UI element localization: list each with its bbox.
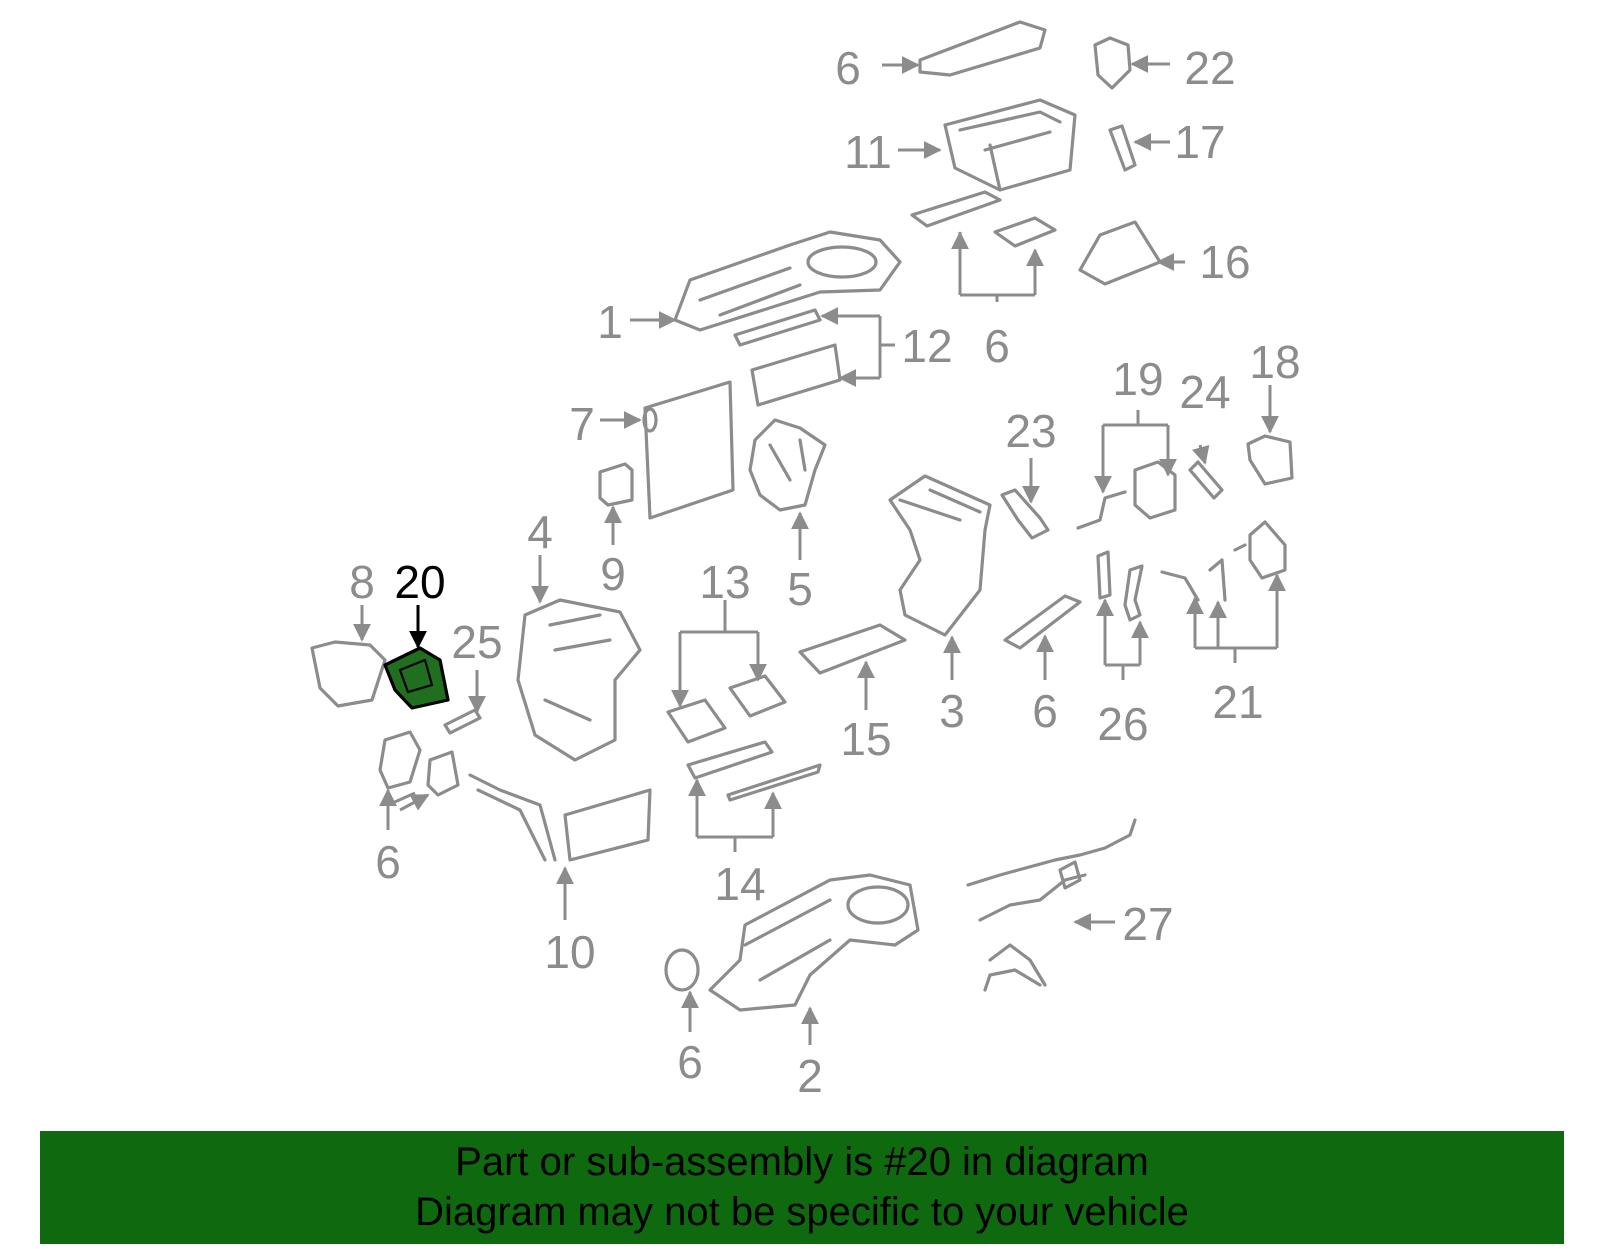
part-20-highlighted	[383, 646, 450, 710]
part-10-heater-core	[468, 773, 652, 862]
part-1-upper-housing	[673, 230, 902, 332]
label-18: 18	[1249, 336, 1300, 388]
part-13	[666, 674, 787, 744]
part-27-harness	[966, 818, 1137, 992]
label-13: 13	[699, 556, 750, 608]
part-9	[598, 462, 634, 507]
label-1: 1	[597, 296, 623, 348]
label-17: 17	[1174, 116, 1225, 168]
part-7-core	[642, 380, 735, 520]
part-26	[1096, 550, 1144, 622]
label-21: 21	[1212, 676, 1263, 728]
label-24: 24	[1179, 366, 1230, 418]
label-12: 12	[901, 320, 952, 372]
part-6-right-plate	[1003, 594, 1082, 650]
label-20-highlighted: 20	[394, 556, 445, 608]
part-11-duct-box	[943, 98, 1077, 192]
part-4-evaporator-housing	[516, 598, 642, 762]
part-8	[310, 640, 387, 708]
part-19	[1076, 460, 1177, 530]
part-17	[1108, 124, 1137, 172]
label-5: 5	[787, 563, 813, 615]
label-7: 7	[569, 398, 595, 450]
part-18	[1246, 434, 1294, 486]
label-19: 19	[1112, 353, 1163, 405]
label-9: 9	[600, 548, 626, 600]
banner-line-disclaimer: Diagram may not be specific to your vehi…	[415, 1190, 1189, 1234]
banner-line-part: Part or sub-assembly is #20 in diagram	[455, 1140, 1149, 1184]
label-23: 23	[1005, 405, 1056, 457]
info-banner: Part or sub-assembly is #20 in diagram D…	[40, 1131, 1564, 1244]
label-6: 6	[835, 42, 861, 94]
label-3: 3	[939, 685, 965, 737]
part-14	[686, 740, 822, 802]
part-6-bottom-ring	[664, 948, 700, 992]
label-27: 27	[1122, 898, 1173, 950]
label-8: 8	[349, 556, 375, 608]
part-2-lower-housing	[708, 873, 920, 1012]
part-16	[1078, 220, 1162, 286]
part-3	[888, 474, 992, 637]
label-4: 4	[527, 506, 553, 558]
label-6: 6	[1032, 685, 1058, 737]
part-24	[1188, 460, 1224, 500]
part-5	[748, 418, 827, 512]
label-6: 6	[375, 836, 401, 888]
part-22	[1093, 36, 1132, 90]
label-11: 11	[844, 126, 892, 178]
label-22: 22	[1184, 42, 1235, 94]
parts-diagram: 6 22 11 17 16 1 12 6 19 24 18 7 23 9 5 4…	[310, 20, 1301, 1102]
label-14: 14	[714, 858, 765, 910]
part-labels: 6 22 11 17 16 1 12 6 19 24 18 7 23 9 5 4…	[349, 42, 1300, 1102]
leader-lines	[353, 55, 1286, 1045]
label-6: 6	[677, 1036, 703, 1088]
label-15: 15	[840, 713, 891, 765]
label-16: 16	[1199, 236, 1250, 288]
part-6-top-panel	[918, 20, 1047, 77]
label-26: 26	[1097, 698, 1148, 750]
part-12-plates	[733, 308, 842, 407]
label-25: 25	[451, 616, 502, 668]
label-10: 10	[544, 926, 595, 978]
part-6-left-gaskets	[378, 730, 460, 797]
part-15	[798, 623, 907, 675]
label-6: 6	[984, 320, 1010, 372]
part-21	[1160, 520, 1287, 602]
part-25	[443, 708, 482, 735]
label-2: 2	[797, 1050, 823, 1102]
part-23	[1000, 488, 1050, 540]
part-6-filters	[910, 190, 1057, 248]
